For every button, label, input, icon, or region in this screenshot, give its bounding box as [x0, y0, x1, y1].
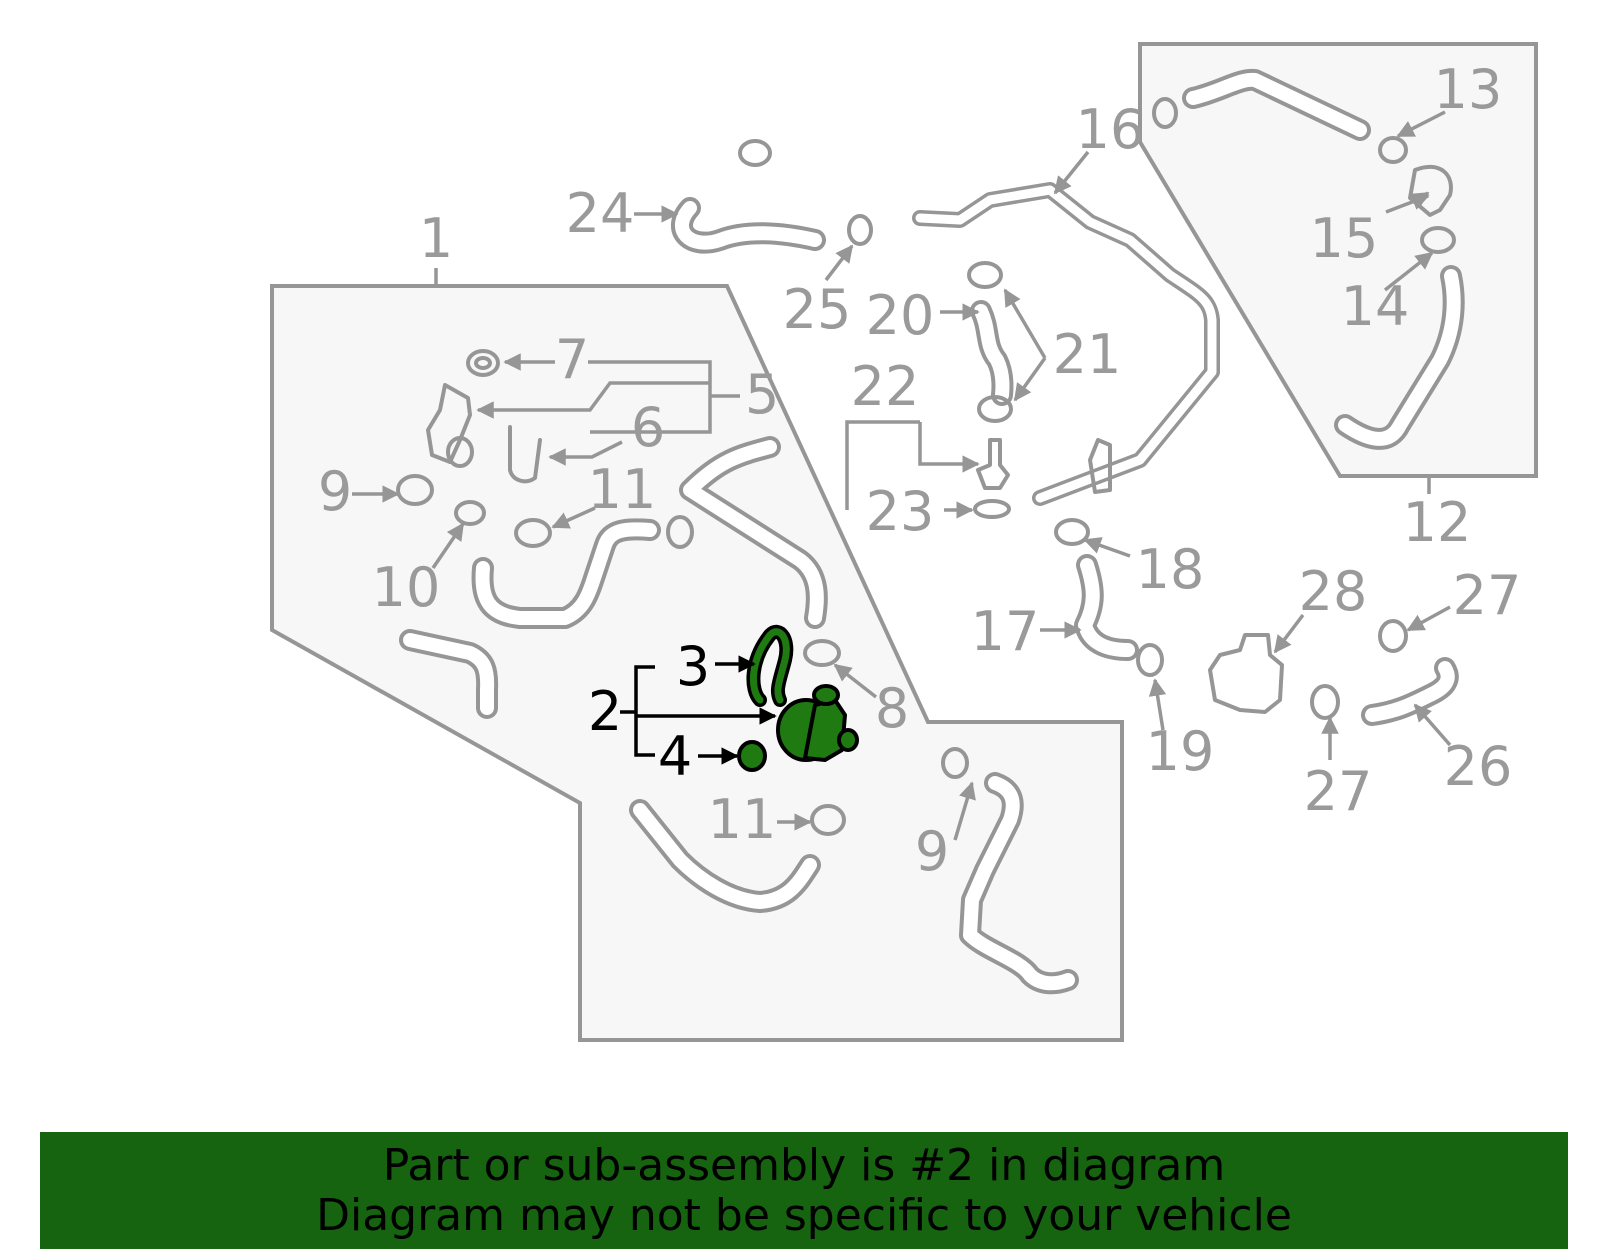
- callout-27-upper: 27: [1453, 564, 1522, 627]
- callout-21: 21: [1053, 323, 1122, 386]
- callout-14: 14: [1341, 275, 1410, 338]
- group-1-panel: [270, 284, 1124, 1042]
- leaders: [352, 110, 1452, 841]
- callout-4: 4: [658, 725, 692, 788]
- callout-7: 7: [555, 328, 589, 391]
- clamps: [396, 97, 1456, 836]
- callout-5: 5: [745, 363, 779, 426]
- callout-11-upper: 11: [588, 458, 657, 521]
- callout-3: 3: [676, 635, 710, 698]
- callout-11-lower: 11: [708, 788, 777, 851]
- pipe-16: [912, 182, 1220, 506]
- info-banner: Part or sub-assembly is #2 in diagram Di…: [40, 1132, 1568, 1249]
- callout-16: 16: [1076, 98, 1145, 161]
- callout-6: 6: [631, 396, 665, 459]
- part-2-highlighted: [737, 624, 859, 772]
- callout-8: 8: [875, 677, 909, 740]
- callout-19: 19: [1146, 720, 1215, 783]
- callout-1: 1: [419, 207, 453, 270]
- callout-17: 17: [971, 600, 1040, 663]
- callout-24: 24: [566, 182, 635, 245]
- callout-9-right: 9: [915, 820, 949, 883]
- callout-12: 12: [1403, 491, 1472, 554]
- callout-20: 20: [866, 284, 935, 347]
- callout-26: 26: [1444, 735, 1513, 798]
- callouts: 1 2 3 4 5 6 7 8 9 9 10 11 11 12 13 14 15…: [318, 58, 1522, 883]
- callout-27-lower: 27: [1304, 760, 1373, 823]
- callout-18: 18: [1136, 538, 1205, 601]
- banner-line-1: Part or sub-assembly is #2 in diagram: [382, 1139, 1226, 1191]
- callout-25: 25: [783, 278, 852, 341]
- callout-15: 15: [1310, 207, 1379, 270]
- hoses: [399, 68, 1465, 995]
- callout-2: 2: [588, 680, 622, 743]
- callout-10: 10: [372, 556, 441, 619]
- callout-13: 13: [1434, 58, 1503, 121]
- callout-28: 28: [1299, 560, 1368, 623]
- banner-line-2: Diagram may not be specific to your vehi…: [316, 1189, 1292, 1241]
- callout-23: 23: [866, 480, 935, 543]
- callout-22: 22: [851, 355, 920, 418]
- callout-9-left: 9: [318, 460, 352, 523]
